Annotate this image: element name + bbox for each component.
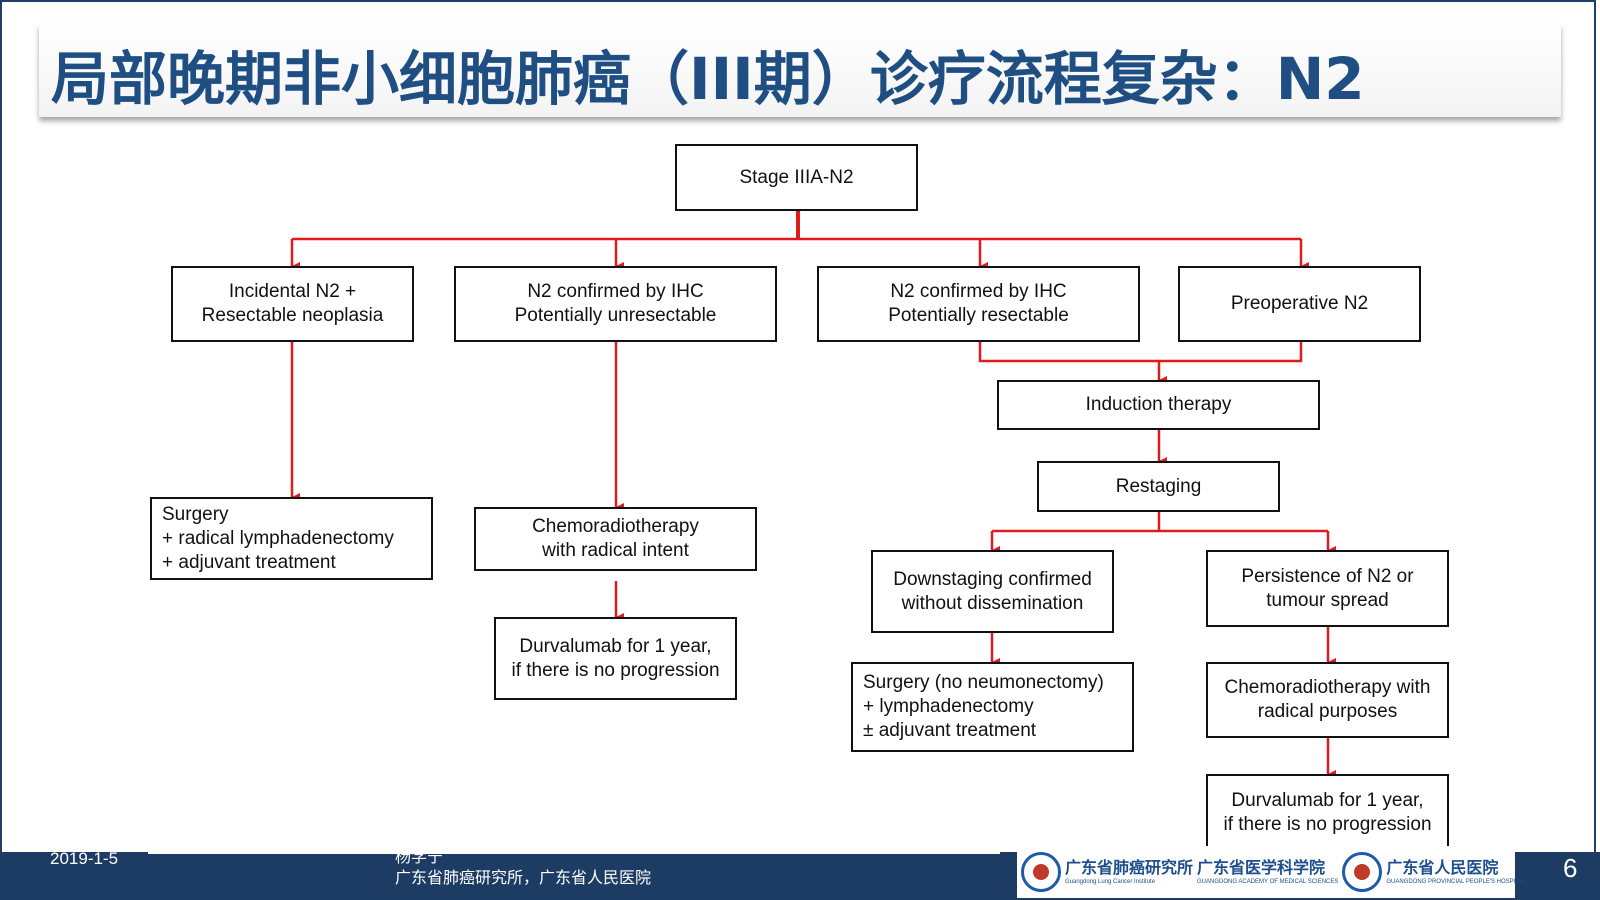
footer-author: 杨学宁 广东省肺癌研究所，广东省人民医院: [395, 846, 651, 888]
node-restaging: Restaging: [1037, 461, 1280, 512]
node-surgery-right: Surgery (no neumonectomy) + lymphadenect…: [851, 662, 1134, 752]
node-n2-resectable: N2 confirmed by IHC Potentially resectab…: [817, 266, 1140, 342]
connector-merge: [978, 342, 1303, 363]
node-persistence: Persistence of N2 or tumour spread: [1206, 550, 1449, 627]
author-affiliation: 广东省肺癌研究所，广东省人民医院: [395, 868, 652, 887]
logo-lung-institute: 广东省肺癌研究所 Guangdong Lung Cancer Institute: [1065, 857, 1194, 885]
node-chemo-radical-intent: Chemoradiotherapy with radical intent: [474, 507, 757, 571]
slide-title: 局部晚期非小细胞肺癌（III期）诊疗流程复杂：N2: [51, 45, 1365, 113]
node-n2-unresectable: N2 confirmed by IHC Potentially unresect…: [454, 266, 777, 342]
node-downstaging: Downstaging confirmed without disseminat…: [871, 550, 1114, 633]
institution-logos: 广东省肺癌研究所 Guangdong Lung Cancer Institute…: [1017, 846, 1526, 898]
title-bar: 局部晚期非小细胞肺癌（III期）诊疗流程复杂：N2: [39, 24, 1561, 117]
lung-institute-seal-icon: [1021, 852, 1061, 892]
node-stage: Stage IIIA-N2: [675, 144, 918, 211]
node-durvalumab-right: Durvalumab for 1 year, if there is no pr…: [1206, 774, 1449, 851]
footer-notch: [148, 842, 1000, 854]
logo-provincial-hospital: 广东省人民医院 GUANGDONG PROVINCIAL PEOPLE'S HO…: [1386, 857, 1526, 885]
page-number: 6: [1563, 853, 1578, 883]
logo-medical-academy: 广东省医学科学院 GUANGDONG ACADEMY OF MEDICAL SC…: [1197, 857, 1339, 885]
node-incidental-n2: Incidental N2 + Resectable neoplasia: [171, 266, 414, 342]
node-induction-therapy: Induction therapy: [997, 380, 1320, 430]
author-name: 杨学宁: [395, 847, 444, 866]
hospital-seal-icon: [1342, 852, 1383, 892]
node-preoperative-n2: Preoperative N2: [1178, 266, 1421, 342]
node-durvalumab-mid: Durvalumab for 1 year, if there is no pr…: [494, 617, 737, 700]
node-surgery-left: Surgery + radical lymphadenectomy + adju…: [150, 497, 433, 580]
footer-date: 2019-1-5: [50, 849, 119, 868]
node-chemo-radical-purposes: Chemoradiotherapy with radical purposes: [1206, 662, 1449, 738]
